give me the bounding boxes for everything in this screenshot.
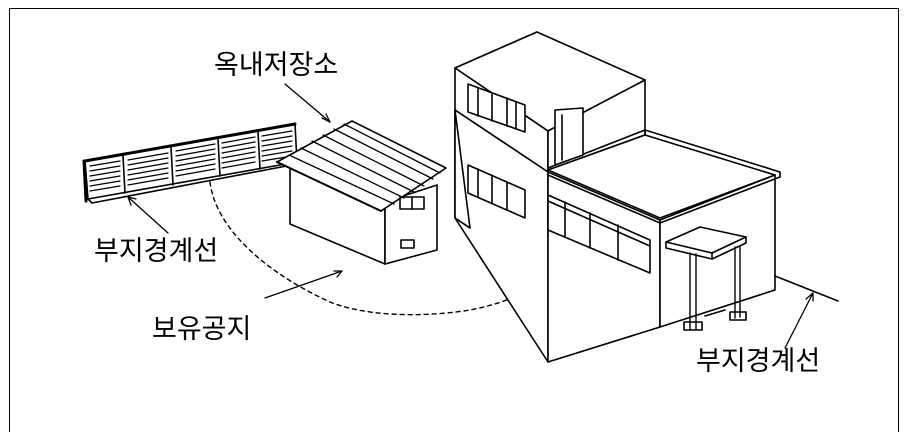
right-boundary-label: 부지경계선 — [696, 346, 821, 377]
indoor-storage-label: 옥내저장소 — [214, 50, 339, 81]
reserved-space-label: 보유공지 — [152, 314, 252, 345]
leader-arrows — [127, 83, 814, 349]
main-building — [454, 31, 781, 363]
figure-frame — [9, 8, 899, 432]
boundary-fence — [82, 122, 298, 204]
indoor-storage-building — [276, 120, 447, 265]
right-boundary-line — [774, 275, 839, 302]
left-boundary-label: 부지경계선 — [94, 236, 219, 267]
